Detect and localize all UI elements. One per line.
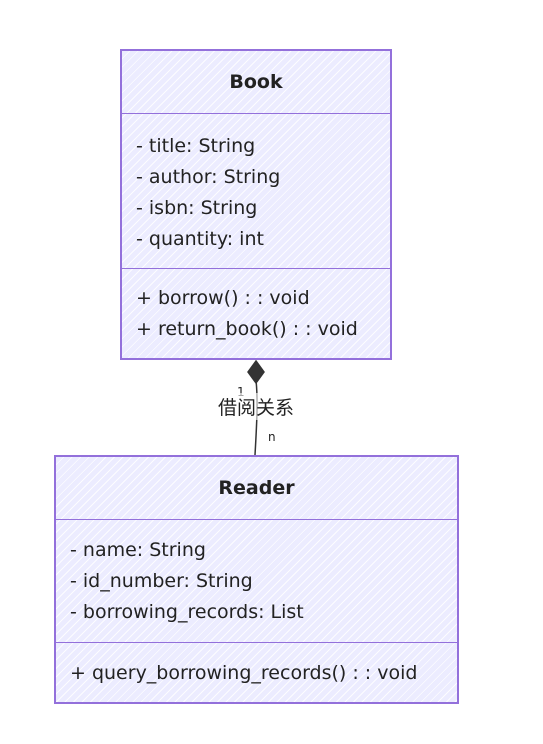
- class-name: Book: [122, 51, 390, 114]
- attribute-item: - id_number: String: [70, 570, 253, 592]
- attribute-item: - title: String: [136, 135, 256, 157]
- attribute-item: - borrowing_records: List: [70, 601, 304, 623]
- method-item: + borrow() : : void: [136, 287, 310, 309]
- class-reader[interactable]: Reader - name: String - id_number: Strin…: [54, 455, 459, 704]
- attribute-item: - quantity: int: [136, 228, 264, 250]
- methods-compartment: + borrow() : : void + return_book() : : …: [122, 269, 390, 345]
- relationship-label: 借阅关系: [200, 393, 312, 420]
- class-name: Reader: [56, 457, 457, 520]
- method-item: + return_book() : : void: [136, 318, 358, 340]
- method-item: + query_borrowing_records() : : void: [70, 662, 418, 684]
- multiplicity-book: 1: [237, 385, 245, 399]
- attributes-compartment: - title: String - author: String - isbn:…: [122, 114, 390, 269]
- class-book[interactable]: Book - title: String - author: String - …: [120, 49, 392, 360]
- attribute-item: - isbn: String: [136, 197, 258, 219]
- composition-diamond-icon: [247, 359, 265, 385]
- attribute-item: - name: String: [70, 539, 206, 561]
- attributes-compartment: - name: String - id_number: String - bor…: [56, 520, 457, 643]
- multiplicity-reader: n: [268, 430, 276, 444]
- attribute-item: - author: String: [136, 166, 281, 188]
- methods-compartment: + query_borrowing_records() : : void: [56, 643, 457, 689]
